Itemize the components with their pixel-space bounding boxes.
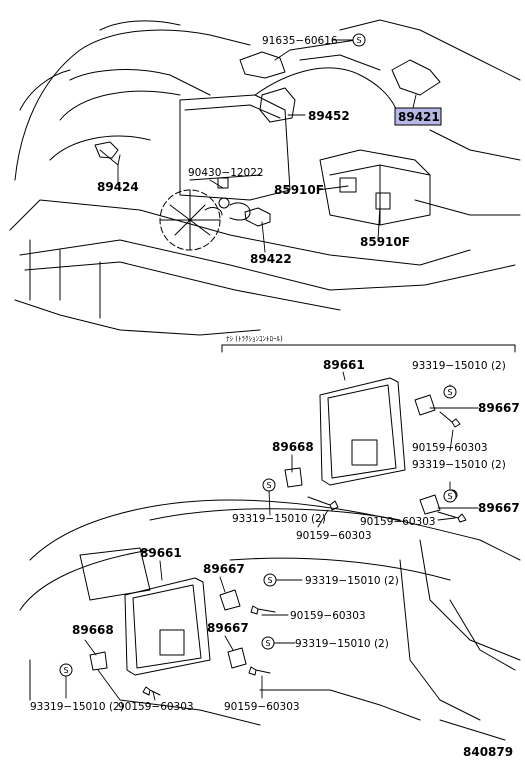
callout-s-5: S [267,576,272,585]
section-bracket [221,344,516,353]
callout-s-3: S [447,492,452,501]
callout-s-4: S [266,481,271,490]
dashboard-outline [19,499,521,741]
label-89667-a: 89667 [478,401,520,415]
label-93319-15010-d: 93319−15010 (2) [305,575,399,587]
label-90159-60303-c: 90159−60303 [296,530,372,542]
label-89668-lower: 89668 [72,623,114,637]
label-89452: 89452 [308,109,350,123]
callout-circles [59,33,457,677]
label-89422: 89422 [250,252,292,266]
section-title: ﾅｼ (ﾄﾗｸｼｮﾝｺﾝﾄﾛｰﾙ) [226,335,283,343]
label-89661-lower: 89661 [140,546,182,560]
part-labels: 91635−60616 89421 89452 89424 90430−1202… [30,35,520,759]
catalog-number: 840879 [463,745,513,759]
label-89667-b: 89667 [478,501,520,515]
label-90159-60303-e: 90159−60303 [118,701,194,713]
label-89667-d: 89667 [207,621,249,635]
label-85910f-upper: 85910F [274,183,324,197]
label-89424: 89424 [97,180,139,194]
label-89661-upper: 89661 [323,358,365,372]
label-93319-15010-c: 93319−15010 (2) [232,513,326,525]
label-90159-60303-b: 90159−60303 [360,516,436,528]
callout-s-7: S [63,666,68,675]
label-90159-60303-f: 90159−60303 [224,701,300,713]
callout-s-1: S [356,36,361,45]
label-93319-15010-b: 93319−15010 (2) [412,459,506,471]
label-90159-60303-a: 90159−60303 [412,442,488,454]
callout-s-2: S [447,388,452,397]
label-90430-12022: 90430−12022 [188,167,264,179]
label-91635-60616: 91635−60616 [262,35,338,47]
label-89668-upper: 89668 [272,440,314,454]
label-89667-c: 89667 [203,562,245,576]
callout-s-6: S [265,639,270,648]
label-85910f-lower: 85910F [360,235,410,249]
label-93319-15010-e: 93319−15010 (2) [295,638,389,650]
engine-bay-outline [9,19,521,336]
label-90159-60303-d: 90159−60303 [290,610,366,622]
label-93319-15010-a: 93319−15010 (2) [412,360,506,372]
label-89421: 89421 [398,110,440,124]
leader-lines [65,39,479,701]
highlight-box-89421 [394,107,442,126]
label-93319-15010-f: 93319−15010 (2) [30,701,124,713]
